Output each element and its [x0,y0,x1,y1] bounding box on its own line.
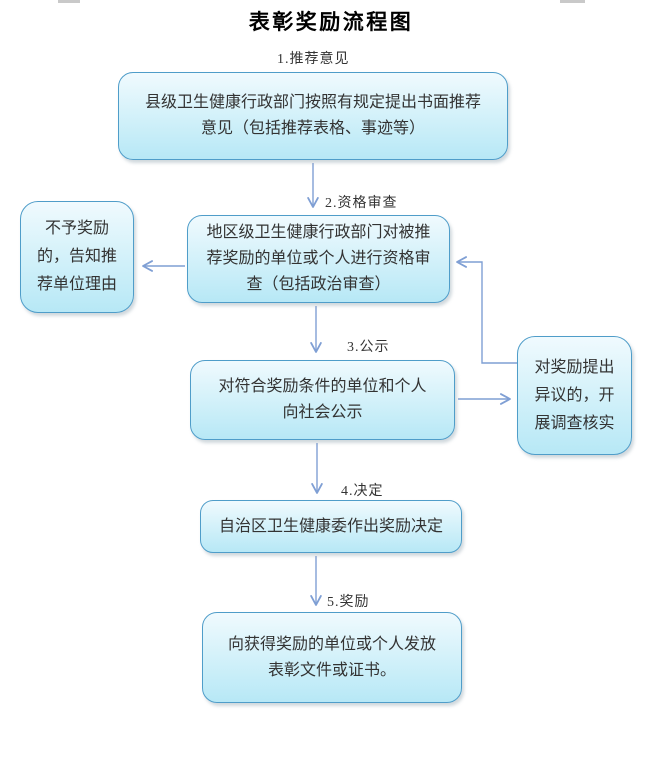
node-decision: 自治区卫生健康委作出奖励决定 [200,500,462,553]
crop-mark-left [58,0,80,3]
step-label-5: 5.奖励 [327,595,370,610]
node-publicity: 对符合奖励条件的单位和个人向社会公示 [190,360,455,440]
node-no-award-text: 不予奖励的，告知推荐单位理由 [36,220,117,293]
node-objection: 对奖励提出异议的，开展调查核实 [517,336,632,455]
step-label-2: 2.资格审查 [325,196,398,211]
step-label-1: 1.推荐意见 [277,52,350,67]
node-review: 地区级卫生健康行政部门对被推荐奖励的单位或个人进行资格审查（包括政治审查） [187,215,450,303]
node-award-text: 向获得奖励的单位或个人发放表彰文件或证书。 [227,635,436,679]
node-objection-text: 对奖励提出异议的，开展调查核实 [534,358,615,432]
node-recommend-text: 县级卫生健康行政部门按照有规定提出书面推荐意见（包括推荐表格、事迹等） [144,94,481,137]
page-title: 表彰奖励流程图 [248,10,414,34]
node-decision-text: 自治区卫生健康委作出奖励决定 [218,517,443,535]
step-label-3: 3.公示 [347,340,390,355]
node-no-award: 不予奖励的，告知推荐单位理由 [20,201,134,313]
step-label-4: 4.决定 [341,484,384,499]
crop-mark-right [560,0,585,3]
arrow-objection-to-review-icon [456,256,517,364]
node-review-text: 地区级卫生健康行政部门对被推荐奖励的单位或个人进行资格审查（包括政治审查） [206,224,431,293]
node-award: 向获得奖励的单位或个人发放表彰文件或证书。 [202,612,462,703]
node-publicity-text: 对符合奖励条件的单位和个人向社会公示 [218,378,427,421]
node-recommend: 县级卫生健康行政部门按照有规定提出书面推荐意见（包括推荐表格、事迹等） [118,72,508,160]
